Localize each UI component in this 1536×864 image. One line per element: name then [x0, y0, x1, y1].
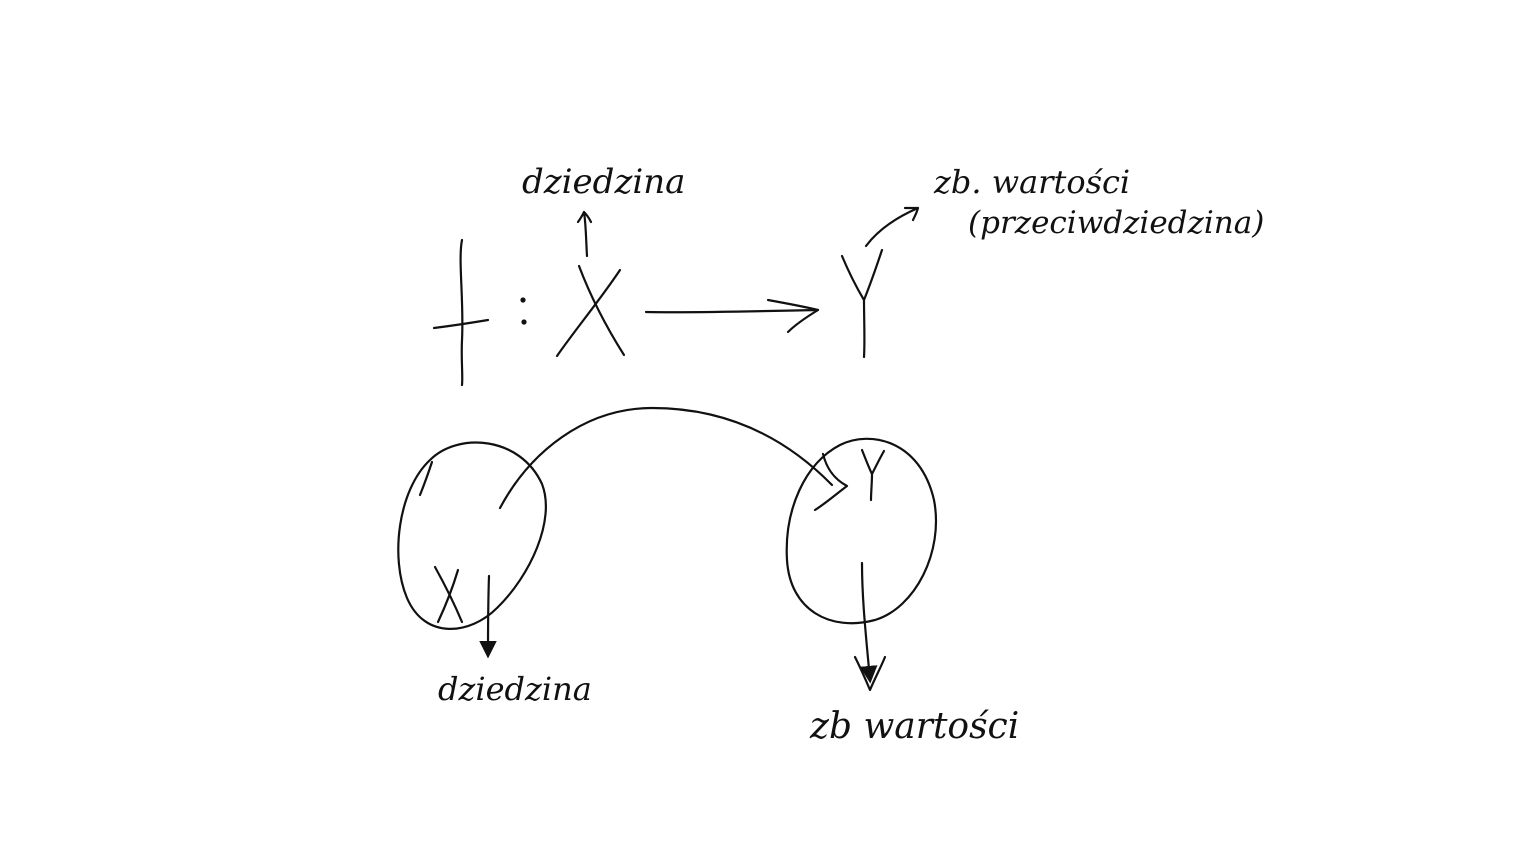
set-mapping-arrowhead	[813, 452, 849, 512]
f-stroke	[459, 238, 464, 387]
x-stroke-1	[577, 264, 626, 357]
colon-dot-top	[520, 297, 526, 303]
codomain-top-label-line2: (przeciwdziedzina)	[968, 205, 1264, 241]
codomain-top-label-line1: zb. wartości	[933, 163, 1130, 201]
colon-dot-bottom	[521, 319, 527, 325]
left-x-stroke-2	[436, 568, 460, 624]
y-stroke	[840, 248, 884, 359]
mapping-arrow-shaft	[644, 308, 820, 314]
set-mapping-curve	[498, 406, 834, 510]
domain-bottom-arrow	[479, 574, 497, 659]
mapping-arrow-head	[766, 298, 820, 334]
codomain-top-arrow	[864, 206, 920, 248]
codomain-bottom-arrowhead-fill	[853, 655, 887, 692]
domain-top-label: dziedzina	[522, 162, 685, 202]
right-y-stroke	[860, 448, 886, 502]
ink-strokes: Y -->	[397, 206, 938, 692]
codomain-bottom-label: zb wartości	[809, 706, 1019, 747]
right-set-ellipse	[785, 437, 938, 625]
labels-layer: dziedzina zb. wartości (przeciwdziedzina…	[438, 162, 1264, 747]
left-set-ellipse	[397, 441, 547, 630]
domain-top-arrow	[576, 210, 593, 258]
f-crossbar	[432, 318, 490, 330]
x-stroke-2	[555, 268, 622, 358]
codomain-bottom-arrow	[859, 561, 878, 684]
domain-bottom-label: dziedzina	[438, 670, 592, 708]
left-set-tail	[418, 460, 434, 497]
